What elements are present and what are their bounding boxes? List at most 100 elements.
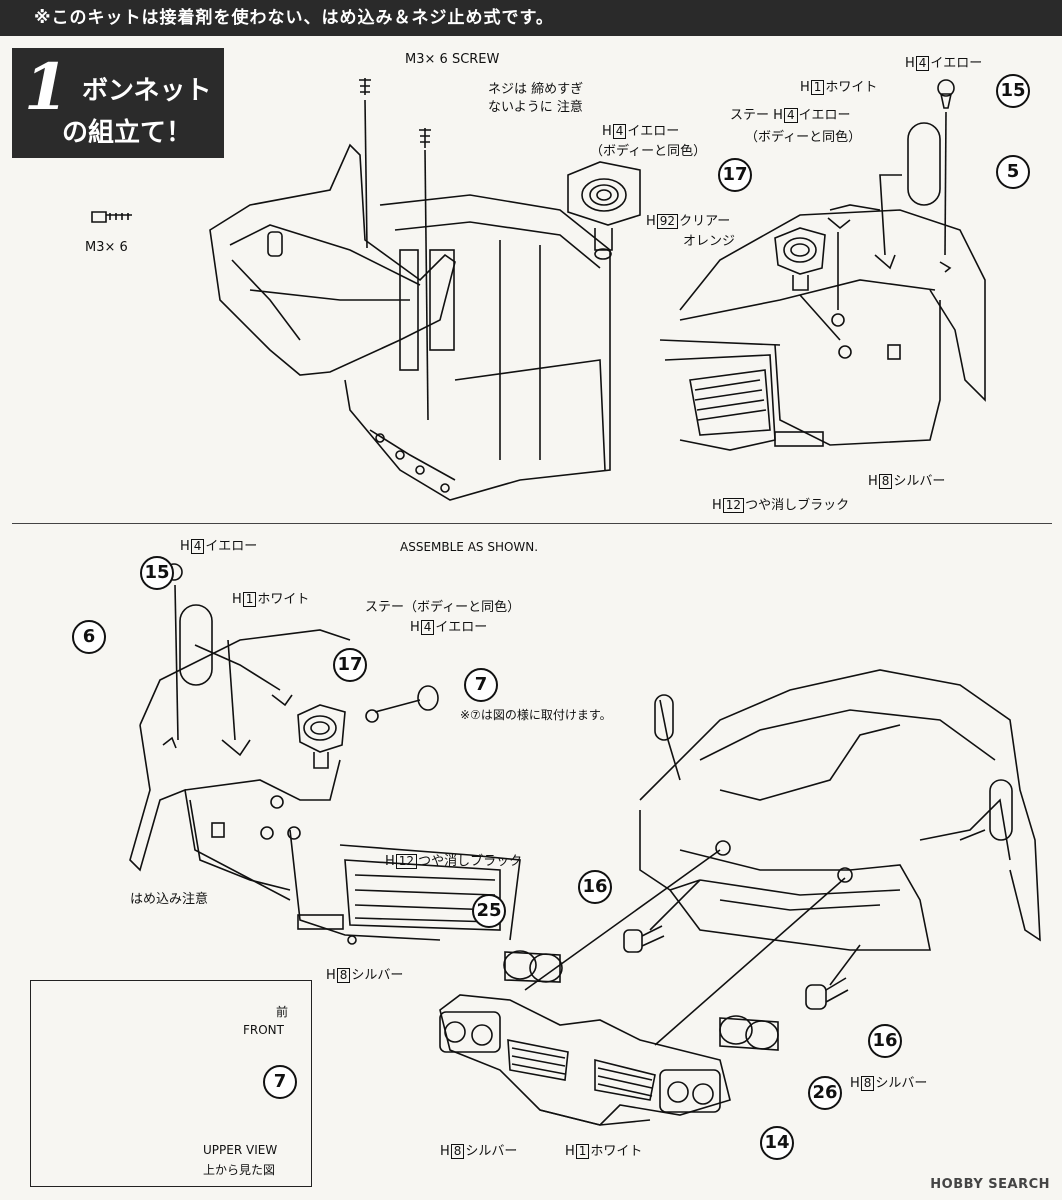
part-6: 6 — [72, 620, 106, 654]
top-left-drawing — [91, 78, 611, 501]
color-text: シルバー — [465, 1144, 518, 1159]
step-number: 1 — [24, 50, 69, 125]
color-code: 8 — [860, 1076, 875, 1091]
upper-view-en-label: UPPER VIEW — [203, 1143, 278, 1157]
part-15-top: 15 — [996, 74, 1030, 108]
screw-size: M3× 6 — [405, 52, 448, 67]
part-5: 5 — [996, 155, 1030, 189]
color-code: 12 — [722, 498, 745, 513]
assemble-note: ASSEMBLE AS SHOWN. — [400, 540, 539, 554]
color-code: 8 — [336, 968, 351, 983]
screw-note-1: ネジは 締めすぎ — [488, 82, 584, 97]
part-17-top: 17 — [718, 158, 752, 192]
screw-label: M3× 6 SCREW — [405, 52, 499, 67]
color-text: ホワイト — [590, 1144, 643, 1159]
code-prefix: H — [440, 1144, 450, 1159]
color-code: 8 — [878, 474, 893, 489]
step-heading: 1 ボンネット の組立て！ — [12, 48, 224, 158]
color-code: 8 — [450, 1144, 465, 1159]
part-26: 26 — [808, 1076, 842, 1110]
screw-note-2: ないように 注意 — [488, 100, 583, 115]
side-screw-label: M3× 6 — [85, 240, 128, 255]
color-code: 92 — [656, 214, 679, 229]
code-prefix: H — [410, 620, 420, 635]
stay-color-note: （ボディーと同色） — [745, 130, 862, 145]
part-7-inset: 7 — [263, 1065, 297, 1099]
color-text: ホワイト — [825, 80, 878, 95]
color-code: 1 — [810, 80, 825, 95]
top-lamp-drawing — [567, 161, 641, 260]
fit-note: はめ込み注意 — [130, 892, 209, 907]
code-prefix: H — [773, 108, 783, 123]
code-prefix: H — [180, 539, 190, 554]
color-code: 4 — [420, 620, 435, 635]
color-code: 1 — [575, 1144, 590, 1159]
part-15-bottom: 15 — [140, 556, 174, 590]
code-prefix: H — [602, 124, 612, 139]
color-text: シルバー — [893, 474, 946, 489]
upper-view-inset: 前 FRONT UPPER VIEW 上から見た図 7 — [30, 980, 312, 1187]
lamp-color-note: （ボディーと同色） — [590, 144, 707, 159]
part-17-bottom: 17 — [333, 648, 367, 682]
top-right-drawing — [659, 79, 986, 451]
color-text: イエロー — [627, 124, 680, 139]
bottom-right-drawing — [439, 669, 1041, 1126]
top-banner: ※このキットは接着剤を使わない、はめ込み＆ネジ止め式です。 — [0, 0, 1062, 36]
upper-view-jp-label: 上から見た図 — [203, 1163, 276, 1177]
front-jp-label: 前 — [276, 1005, 289, 1019]
part-25: 25 — [472, 894, 506, 928]
code-prefix: H — [565, 1144, 575, 1159]
lens-color-label-2: オレンジ — [683, 234, 736, 249]
screw-caption: SCREW — [451, 52, 500, 67]
part7-note: ※⑦は図の様に取付けます。 — [460, 708, 612, 722]
part-16-right: 16 — [868, 1024, 902, 1058]
step-subtitle: の組立て！ — [62, 118, 193, 148]
color-text: イエロー — [930, 56, 983, 71]
part-14: 14 — [760, 1126, 794, 1160]
color-code: 1 — [242, 592, 257, 607]
color-text: つや消しブラック — [745, 498, 850, 513]
code-prefix: H — [326, 968, 336, 983]
color-text: ホワイト — [257, 592, 310, 607]
code-prefix: H — [850, 1076, 860, 1091]
bottom-left-drawing — [129, 563, 521, 945]
hobby-search-watermark: HOBBY SEARCH — [930, 1177, 1050, 1192]
code-prefix: H — [385, 854, 395, 869]
code-prefix: H — [905, 56, 915, 71]
part-7: 7 — [464, 668, 498, 702]
color-code: 12 — [395, 854, 418, 869]
color-code: 4 — [190, 539, 205, 554]
front-en-label: FRONT — [243, 1023, 284, 1037]
section-divider — [12, 523, 1052, 524]
color-code: 4 — [783, 108, 798, 123]
stay-label: ステー — [730, 108, 770, 123]
color-text: イエロー — [798, 108, 851, 123]
code-prefix: H — [646, 214, 656, 229]
code-prefix: H — [712, 498, 722, 513]
part-16-left: 16 — [578, 870, 612, 904]
code-prefix: H — [868, 474, 878, 489]
code-prefix: H — [800, 80, 810, 95]
color-code: 4 — [915, 56, 930, 71]
color-text: イエロー — [205, 539, 258, 554]
color-text: イエロー — [435, 620, 488, 635]
color-code: 4 — [612, 124, 627, 139]
color-text: シルバー — [351, 968, 404, 983]
code-prefix: H — [232, 592, 242, 607]
color-text: クリアー — [679, 214, 731, 229]
